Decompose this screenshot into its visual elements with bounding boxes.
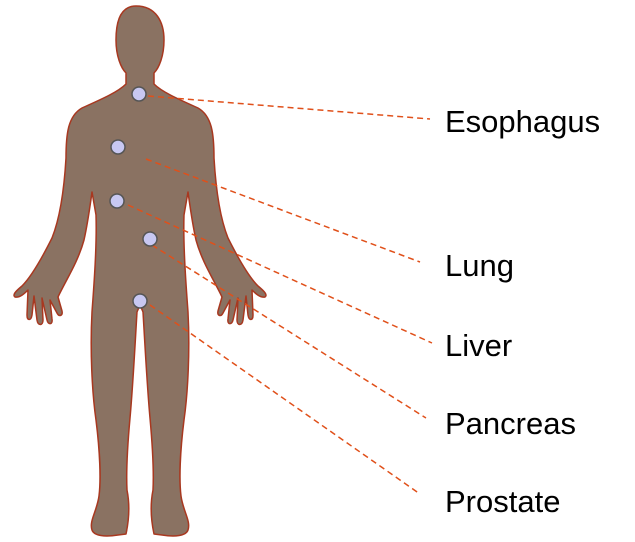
label-pancreas: Pancreas (445, 406, 576, 441)
leader-line-prostate (150, 305, 420, 494)
leader-line-lung (146, 159, 420, 262)
marker-esophagus (132, 87, 146, 101)
marker-prostate (133, 294, 147, 308)
marker-pancreas (143, 232, 157, 246)
leader-line-pancreas (152, 245, 426, 418)
label-prostate: Prostate (445, 484, 560, 519)
label-lung: Lung (445, 248, 514, 283)
label-liver: Liver (445, 328, 512, 363)
label-esophagus: Esophagus (445, 104, 600, 139)
human-body-silhouette (14, 6, 266, 536)
marker-liver (110, 194, 124, 208)
marker-lung (111, 140, 125, 154)
